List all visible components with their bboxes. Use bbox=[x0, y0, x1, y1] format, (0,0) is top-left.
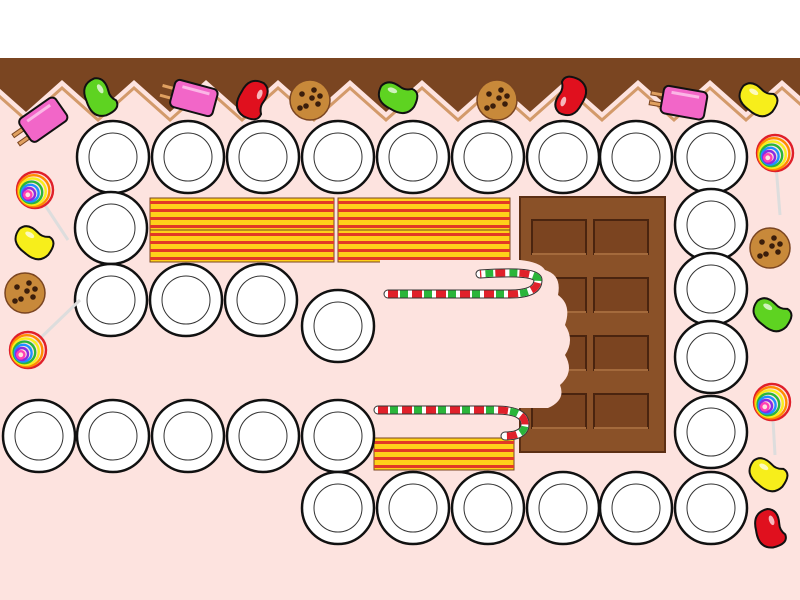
board-space[interactable] bbox=[673, 119, 749, 195]
cookie-icon bbox=[289, 79, 331, 121]
lollipop-icon bbox=[752, 382, 792, 456]
board-space[interactable] bbox=[673, 187, 749, 263]
wafer-icon bbox=[337, 229, 511, 263]
board-space[interactable] bbox=[75, 398, 151, 474]
lollipop-icon bbox=[8, 298, 82, 370]
popsicle-icon bbox=[648, 84, 709, 121]
board-space[interactable] bbox=[673, 251, 749, 327]
wafer-group bbox=[149, 197, 515, 471]
board-space[interactable] bbox=[525, 119, 601, 195]
jellybean-icon bbox=[738, 82, 779, 118]
popsicle-icon bbox=[158, 78, 219, 118]
candy-cane-icon bbox=[373, 405, 530, 441]
wafer-icon bbox=[337, 197, 511, 231]
popsicle-icon bbox=[11, 96, 69, 147]
board-space[interactable] bbox=[73, 190, 149, 266]
board-space[interactable] bbox=[450, 470, 526, 546]
board-space[interactable] bbox=[375, 470, 451, 546]
board-space[interactable] bbox=[75, 119, 151, 195]
board-space[interactable] bbox=[525, 470, 601, 546]
board-space[interactable] bbox=[150, 119, 226, 195]
candy-decorations bbox=[4, 75, 795, 549]
wafer-icon bbox=[149, 197, 335, 231]
cookie-icon bbox=[476, 79, 518, 121]
board-path bbox=[1, 119, 749, 546]
board-space[interactable] bbox=[225, 398, 301, 474]
candy-cane-icon bbox=[383, 268, 543, 299]
jellybean-icon bbox=[748, 457, 789, 493]
jellybean-icon bbox=[554, 75, 588, 117]
board-space[interactable] bbox=[300, 288, 376, 364]
board-space[interactable] bbox=[150, 398, 226, 474]
jellybean-icon bbox=[754, 508, 787, 549]
board-space[interactable] bbox=[673, 394, 749, 470]
board-space[interactable] bbox=[450, 119, 526, 195]
board-space[interactable] bbox=[1, 398, 77, 474]
wafer-icon bbox=[373, 437, 515, 471]
board-space[interactable] bbox=[225, 119, 301, 195]
board-space[interactable] bbox=[148, 262, 224, 338]
board-space[interactable] bbox=[300, 470, 376, 546]
wafer-icon bbox=[149, 229, 335, 263]
jellybean-icon bbox=[235, 79, 269, 121]
board-space[interactable] bbox=[673, 470, 749, 546]
board-space[interactable] bbox=[598, 119, 674, 195]
board-space[interactable] bbox=[300, 119, 376, 195]
lollipop-icon bbox=[15, 170, 70, 241]
lollipop-icon bbox=[755, 133, 795, 216]
jellybean-icon bbox=[83, 77, 119, 117]
cookie-icon bbox=[749, 227, 791, 269]
board-space[interactable] bbox=[73, 262, 149, 338]
board-space[interactable] bbox=[300, 398, 376, 474]
jellybean-icon bbox=[752, 297, 793, 333]
jellybean-icon bbox=[14, 225, 55, 261]
cookie-icon bbox=[4, 272, 46, 314]
board-space[interactable] bbox=[598, 470, 674, 546]
jellybean-icon bbox=[377, 81, 419, 115]
board-space[interactable] bbox=[673, 319, 749, 395]
board-space[interactable] bbox=[223, 262, 299, 338]
board-space[interactable] bbox=[375, 119, 451, 195]
